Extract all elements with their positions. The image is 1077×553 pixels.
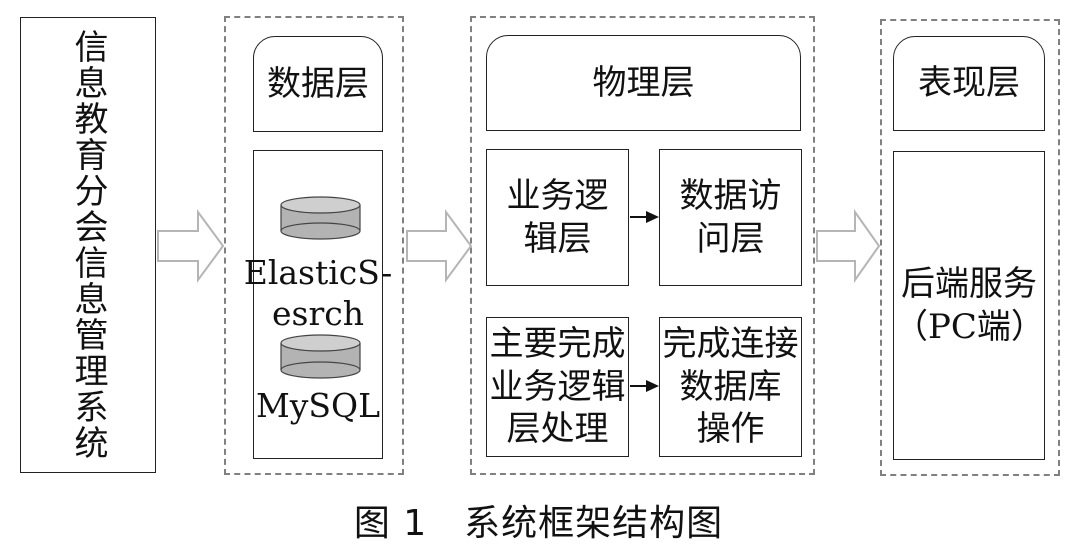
presentation-layer-header-label: 表现层	[918, 63, 1020, 104]
figure-caption: 图 1 系统框架结构图	[353, 503, 724, 544]
system-title: 信息教育分会信息管理系统	[68, 29, 108, 461]
presentation-layer-header: 表现层	[893, 36, 1045, 131]
business-logic-desc-box: 主要完成 业务逻辑 层处理	[486, 317, 629, 457]
elasticsearch-label: ElasticS- esrch	[243, 252, 393, 333]
data-layer-header: 数据层	[253, 36, 383, 132]
data-access-box: 数据访 问层	[659, 149, 802, 286]
data-layer-header-label: 数据层	[267, 63, 369, 104]
system-box: 信息教育分会信息管理系统	[20, 17, 156, 473]
physical-layer-header-label: 物理层	[592, 62, 695, 103]
arrow-system-to-data	[157, 208, 225, 284]
presentation-layer-group	[880, 19, 1060, 476]
arrow-data-to-physical	[406, 208, 473, 284]
data-layer-group	[224, 16, 404, 475]
data-layer-content	[253, 150, 383, 459]
mysql-label: MySQL	[255, 386, 380, 426]
arrow-physical-to-presentation	[816, 208, 881, 284]
backend-service-box: 后端服务 （PC端）	[893, 151, 1045, 460]
data-access-desc-box: 完成连接 数据库 操作	[659, 317, 802, 457]
arrow-logic-to-access	[630, 211, 659, 223]
database-icon	[280, 196, 361, 240]
physical-layer-header: 物理层	[486, 35, 801, 131]
database-icon	[280, 334, 361, 379]
arrow-desc-to-access-desc	[630, 380, 659, 392]
business-logic-box: 业务逻 辑层	[486, 149, 629, 286]
